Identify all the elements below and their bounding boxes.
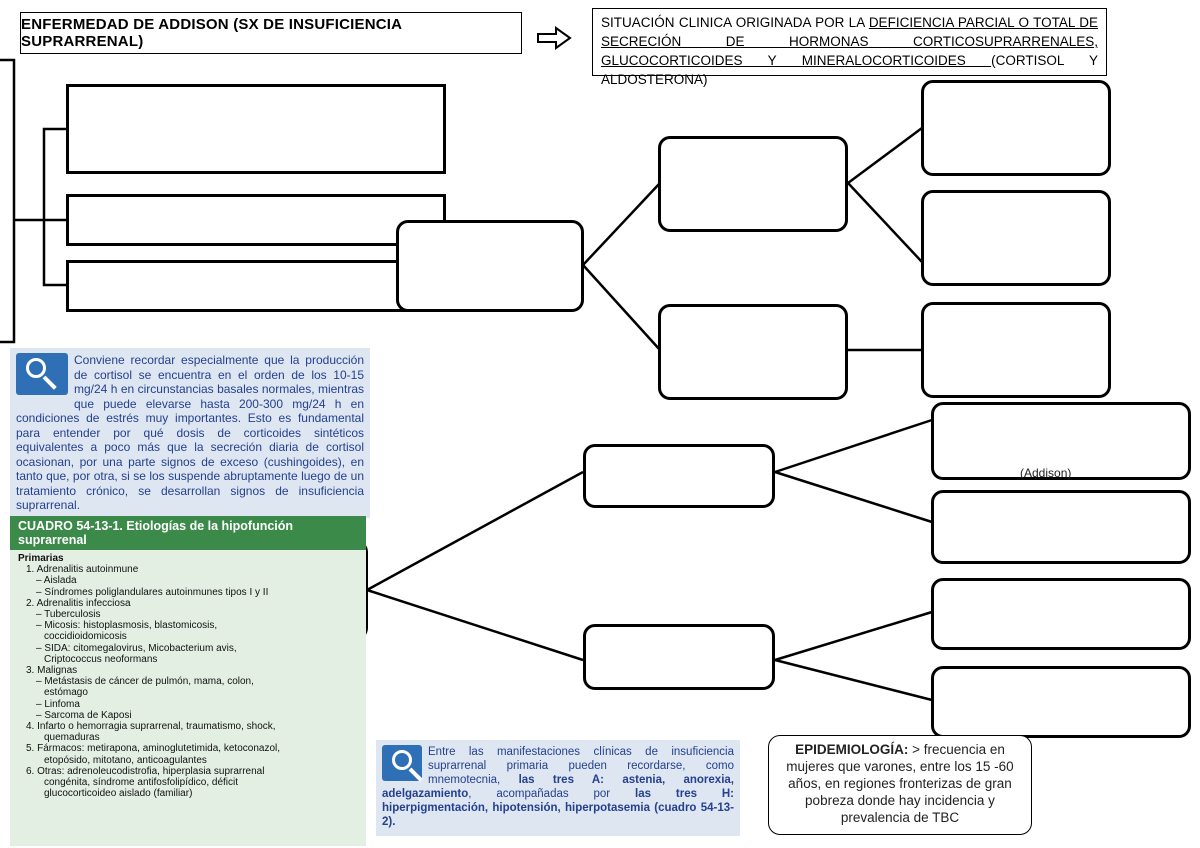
epidemiology-text: > frecuencia en mujeres que varones, ent… — [786, 742, 1014, 825]
mnemonic-note: Entre las manifestaciones clínicas de in… — [376, 740, 740, 836]
etiology-line: 6. Otras: adrenoleucodistrofia, hiperpla… — [26, 765, 265, 777]
mid-fork-lines — [582, 182, 661, 351]
mnemonic-text-d: las tres H: hiperpigmentación, hipotensi… — [382, 788, 735, 828]
etiology-table: CUADRO 54-13-1. Etiologías de la hipofun… — [10, 516, 366, 846]
epidemiology-box: EPIDEMIOLOGÍA: > frecuencia en mujeres q… — [768, 735, 1032, 835]
etiology-line: 1. Adrenalitis autoinmune — [26, 564, 139, 576]
etiology-line: congénita, síndrome antifosfolipídico, d… — [44, 777, 238, 789]
lower-fork-lines — [366, 470, 584, 662]
etiology-line: Primarias — [18, 553, 64, 564]
etiology-line: – Metástasis de cáncer de pulmón, mama, … — [36, 676, 254, 688]
definition-suffix: (CORTISOL Y ALDOSTERONA) — [601, 53, 1098, 87]
etiology-line: – Aislada — [36, 575, 77, 587]
empty-box-upper-right-3 — [921, 302, 1111, 398]
etiology-line: coccidioidomicosis — [44, 631, 127, 643]
empty-box-left-3 — [66, 260, 446, 312]
etiology-line: – Sarcoma de Kaposi — [36, 709, 132, 721]
empty-box-lower-right-1 — [931, 402, 1191, 480]
magnifier-icon — [382, 745, 423, 782]
empty-box-lower-mid-1 — [583, 444, 775, 508]
left-bracket-line — [0, 58, 16, 344]
left-branch-lines — [42, 127, 68, 287]
faint-text: (Addison) — [1020, 466, 1072, 480]
arrow-right-icon — [537, 26, 572, 50]
lower-fork-1 — [774, 418, 933, 524]
etiology-line: 4. Infarto o hemorragia suprarrenal, tra… — [26, 721, 276, 733]
etiology-line: – Micosis: histoplasmosis, blastomicosis… — [36, 620, 218, 632]
etiology-line: – Linfoma — [36, 698, 80, 710]
empty-box-upper-mid-1 — [658, 136, 848, 232]
epidemiology-label: EPIDEMIOLOGÍA: — [795, 742, 909, 757]
etiology-line: estómago — [44, 687, 88, 699]
etiology-line: 2. Adrenalitis infecciosa — [26, 597, 131, 609]
etiology-line: – Tuberculosis — [36, 609, 101, 621]
empty-box-left-2 — [66, 194, 446, 246]
empty-box-lower-right-3 — [931, 578, 1191, 650]
empty-box-lower-right-2 — [931, 490, 1191, 564]
mnemonic-text-a: Entre las manifestaciones clínicas de in… — [428, 746, 734, 786]
empty-box-left-1 — [66, 84, 446, 174]
empty-box-middle — [396, 220, 584, 312]
cortisol-note: Conviene recordar especialmente que la p… — [10, 348, 370, 518]
etiology-line: etopósido, mitotano, anticoagulantes — [44, 754, 207, 766]
mnemonic-text-c: , acompañadas por — [468, 788, 636, 800]
cortisol-note-text: Conviene recordar especialmente que la p… — [16, 353, 364, 512]
etiology-line: 5. Fármacos: metirapona, aminoglutetimid… — [26, 743, 281, 755]
empty-box-lower-right-4 — [931, 666, 1191, 738]
etiology-line: – Síndromes poliglandulares autoinmunes … — [36, 586, 269, 598]
empty-box-upper-right-2 — [921, 190, 1111, 286]
etiology-line: Criptococcus neoformans — [44, 653, 158, 665]
etiology-table-title: CUADRO 54-13-1. Etiologías de la hipofun… — [10, 516, 366, 550]
upper-fork-1 — [847, 126, 923, 263]
etiology-line: – SIDA: citomegalovirus, Micobacterium a… — [36, 642, 237, 654]
empty-box-upper-right-1 — [921, 80, 1111, 176]
etiology-line: 3. Malignas — [26, 665, 78, 677]
empty-box-lower-mid-2 — [583, 624, 775, 690]
etiology-line: glucocorticoideo aislado (familiar) — [44, 788, 193, 800]
magnifier-icon — [16, 353, 68, 395]
definition-underlined: DEFICIENCIA PARCIAL O TOTAL DE SECRECIÓN… — [601, 15, 1099, 68]
definition-box: SITUACIÓN CLINICA ORIGINADA POR LA DEFIC… — [592, 8, 1107, 87]
definition-prefix: SITUACIÓN CLINICA ORIGINADA POR LA — [601, 15, 869, 30]
mnemonic-text-b: las tres A: astenia, anorexia, adelgazam… — [382, 774, 734, 800]
lower-fork-2 — [774, 610, 933, 702]
empty-box-upper-mid-2 — [658, 304, 848, 400]
etiology-line: quemaduras — [44, 732, 100, 744]
diagram-title: ENFERMEDAD DE ADDISON (SX DE INSUFICIENC… — [20, 12, 522, 54]
